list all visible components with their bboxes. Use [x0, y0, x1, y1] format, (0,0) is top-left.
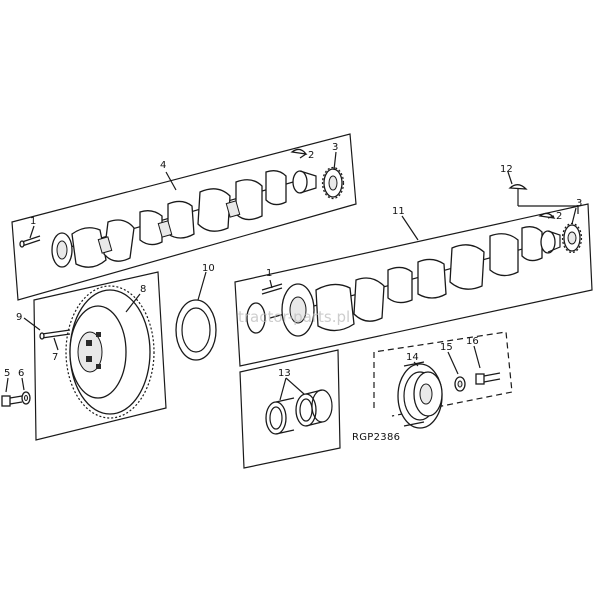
panel-flywheel: [33, 271, 167, 441]
flywheel-bolt: [1, 395, 23, 407]
watermark: tractor-parts.pl: [238, 308, 350, 326]
callouts: 1 4 2 3 12 11 2 3 1 10 8 9 7 5 6 13 14 1…: [4, 142, 582, 379]
callout-1-lower: 1: [266, 268, 272, 279]
callout-11: 11: [392, 206, 405, 217]
callout-3-lower: 3: [576, 198, 582, 209]
wear-sleeve-set: [265, 389, 333, 435]
flywheel-dowel: [39, 329, 71, 340]
timing-gear-upper: [321, 166, 345, 200]
panel-damper: [373, 331, 513, 417]
callout-7: 7: [52, 352, 58, 363]
damper-washer: [454, 376, 466, 392]
crank-throws-lower: [315, 226, 543, 332]
callout-2: 2: [308, 150, 314, 161]
panel-crankshaft-upper: [11, 133, 357, 301]
rear-oil-seal: [175, 299, 217, 361]
dowel-pin-upper: [19, 235, 41, 248]
crank-throws-upper: [71, 170, 287, 268]
woodruff-key-upper: [290, 148, 308, 155]
callout-3: 3: [332, 142, 338, 153]
dowel-pin-lower: [261, 283, 283, 295]
callout-1: 1: [30, 216, 36, 227]
callout-14: 14: [406, 352, 419, 363]
callout-4: 4: [160, 160, 166, 171]
callout-16: 16: [466, 336, 479, 347]
crankshaft-upper: [51, 170, 317, 268]
flywheel-washer: [21, 391, 31, 405]
callout-6: 6: [18, 368, 24, 379]
callout-9: 9: [16, 312, 22, 323]
crankshaft-lower: [248, 226, 561, 337]
damper-bolt: [475, 372, 501, 385]
flywheel: [65, 285, 155, 419]
callout-15: 15: [440, 342, 453, 353]
callout-8: 8: [140, 284, 146, 295]
timing-gear-lower: [246, 222, 583, 334]
callout-10: 10: [202, 263, 215, 274]
panel-crankshaft-lower: [234, 203, 593, 367]
woodruff-key-12: [508, 184, 579, 214]
callout-12: 12: [500, 164, 513, 175]
callout-5: 5: [4, 368, 10, 379]
callout-13: 13: [278, 368, 291, 379]
drawing-reference-code: RGP2386: [352, 432, 400, 443]
panel-wear-sleeves: [239, 349, 341, 469]
callout-2-lower: 2: [556, 211, 562, 222]
vibration-damper: [397, 361, 443, 429]
leader-lines: [5, 151, 577, 401]
